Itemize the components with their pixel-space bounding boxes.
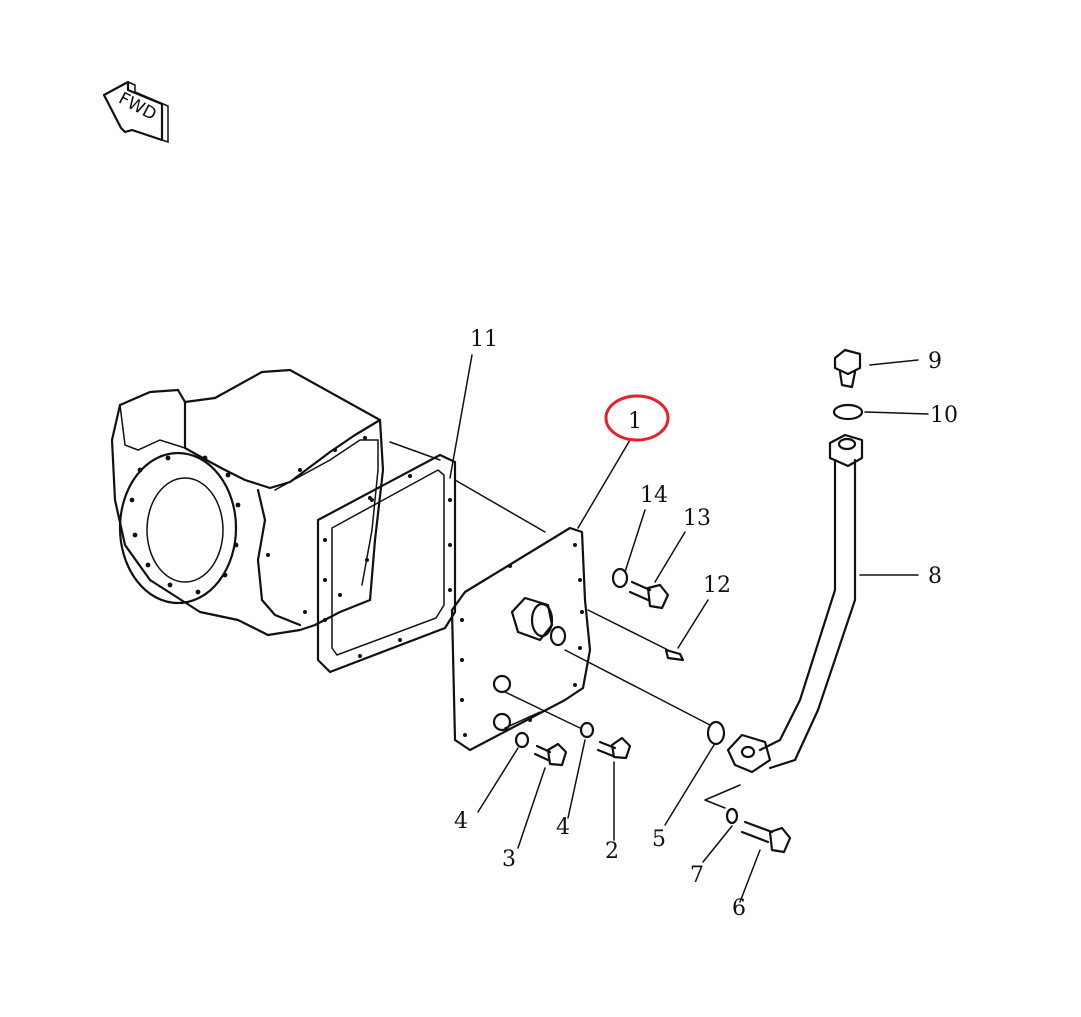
housing xyxy=(110,368,385,637)
bolt-2 xyxy=(596,736,632,760)
callout-3: 3 xyxy=(502,847,516,872)
cover-plate xyxy=(450,526,592,752)
washer-10 xyxy=(832,403,864,421)
callout-9: 9 xyxy=(928,349,942,374)
o-ring-4b xyxy=(579,721,595,739)
callout-4a: 4 xyxy=(454,809,468,834)
callout-6: 6 xyxy=(732,896,746,921)
bolt-3 xyxy=(533,742,568,767)
callout-13: 13 xyxy=(683,506,711,531)
o-ring-4a xyxy=(514,731,530,749)
o-ring-5 xyxy=(706,720,726,746)
fwd-arrow-icon: FWD xyxy=(102,80,169,144)
bolt-13 xyxy=(628,580,670,610)
callout-5: 5 xyxy=(652,827,666,852)
callout-12: 12 xyxy=(703,573,731,598)
washer-7 xyxy=(725,807,739,825)
gasket xyxy=(316,453,457,674)
callout-14: 14 xyxy=(640,483,668,508)
bolt-6 xyxy=(740,820,792,854)
drain-plug xyxy=(833,348,862,389)
highlight-circle xyxy=(604,394,670,442)
leader-lines xyxy=(389,354,929,903)
callout-1: 1 xyxy=(628,409,642,434)
callout-2: 2 xyxy=(605,839,619,864)
callout-7: 7 xyxy=(690,863,704,888)
washer-14 xyxy=(611,567,629,589)
callout-labels: 1 2 3 4 4 5 6 7 8 9 10 11 12 13 14 xyxy=(454,327,958,921)
housing-bolt-holes xyxy=(129,436,374,614)
callout-4b: 4 xyxy=(556,815,570,840)
callout-8: 8 xyxy=(928,564,942,589)
callout-10: 10 xyxy=(930,403,958,428)
dowel-pin xyxy=(664,648,685,662)
callout-11: 11 xyxy=(470,327,498,352)
pipe xyxy=(726,433,864,774)
